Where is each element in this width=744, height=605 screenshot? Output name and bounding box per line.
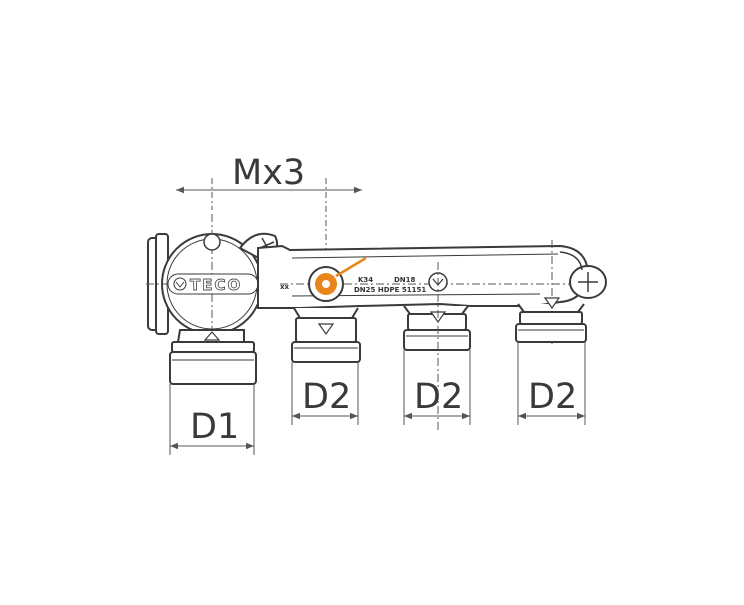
outlet-dimension-1 <box>291 362 359 425</box>
outlet-dimension-3 <box>517 342 586 425</box>
brand-mark: TECO <box>190 276 242 294</box>
marking-line2: DN25 HDPE 51151 <box>354 286 426 294</box>
inlet-dimension <box>169 384 255 455</box>
outlet-label-2: D2 <box>414 377 463 417</box>
side-mark: xx <box>280 283 290 291</box>
outlet-fitting-3 <box>515 297 587 343</box>
outlet-fitting-1 <box>291 307 361 363</box>
marking-line1-left: K34 <box>358 276 373 284</box>
pitch-label: Mx3 <box>232 153 305 193</box>
outlet-dimension-2 <box>403 350 471 425</box>
outlet-label-3: D2 <box>528 377 577 417</box>
outlet-fitting-2 <box>403 262 471 430</box>
inlet-label: D1 <box>190 407 239 447</box>
inlet-fitting <box>169 329 257 385</box>
orange-knob-icon <box>308 256 367 302</box>
outlet-label-1: D2 <box>302 377 351 417</box>
marking-line1-right: DN18 <box>394 276 416 284</box>
